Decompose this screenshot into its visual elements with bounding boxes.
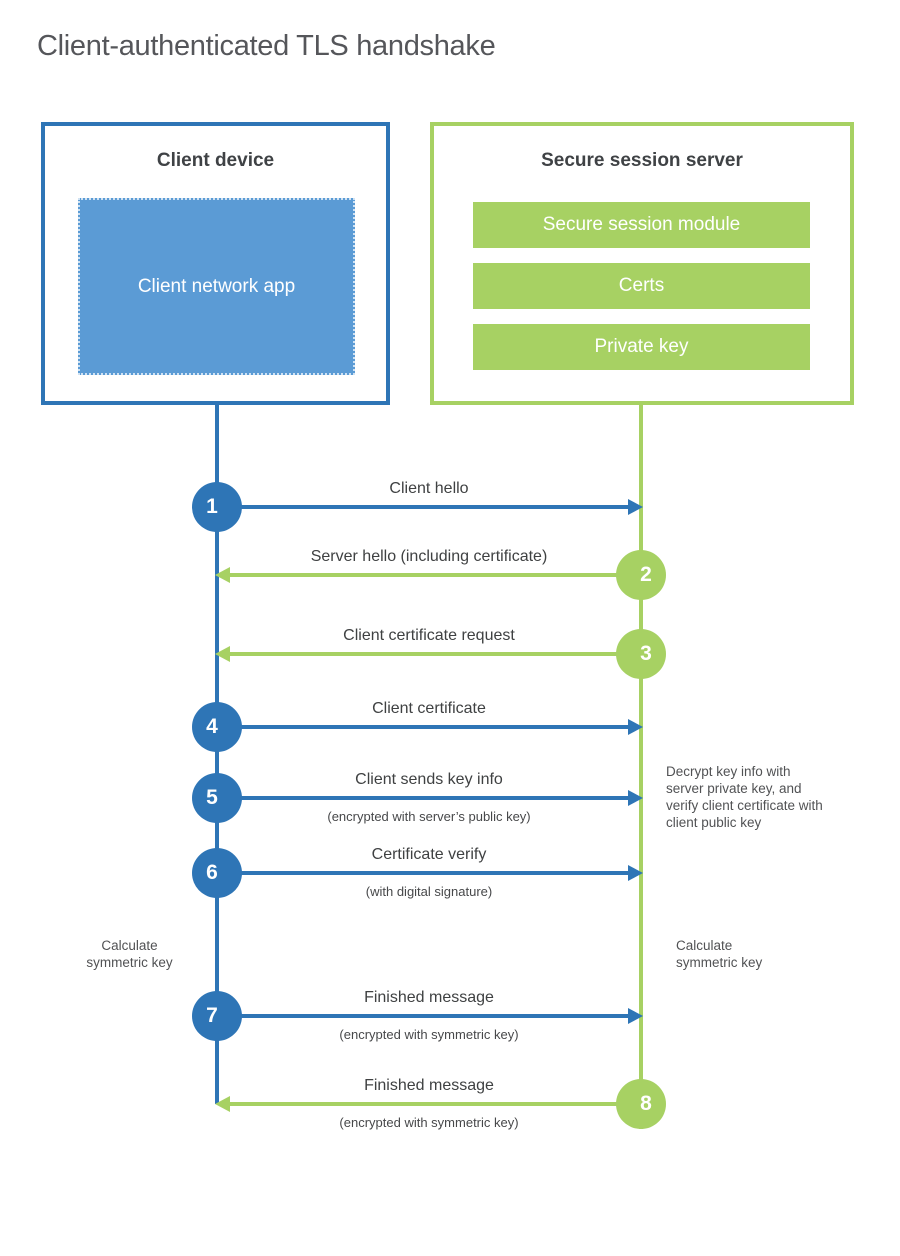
step-7-arrow [217, 1014, 628, 1018]
step-8-badge: 8 [616, 1079, 666, 1129]
client-device-title: Client device [156, 150, 275, 171]
calculate-symmetric-key-note-server: Calculate symmetric key [676, 938, 763, 970]
client-network-app-box: Client network app [78, 198, 355, 375]
step-2-arrowhead-icon [215, 567, 230, 583]
step-3-badge: 3 [616, 629, 666, 679]
step-2-arrow [230, 573, 641, 577]
step-8-number: 8 [640, 1092, 652, 1115]
step-2-label: Server hello (including certificate) [310, 548, 548, 565]
client-lifeline [215, 401, 219, 1104]
step-8-sublabel: (encrypted with symmetric key) [339, 1115, 519, 1130]
secure-session-server-title: Secure session server [541, 150, 743, 171]
step-1-badge: 1 [192, 482, 242, 532]
step-5-arrowhead-icon [628, 790, 643, 806]
step-4-label: Client certificate [372, 700, 486, 717]
server-module-1: Certs [473, 263, 810, 309]
server-lifeline [639, 401, 643, 1129]
step-5-number: 5 [206, 786, 218, 809]
step-5-sublabel: (encrypted with server’s public key) [327, 809, 531, 824]
step-6-sublabel: (with digital signature) [365, 884, 493, 899]
step-7-number: 7 [206, 1004, 218, 1027]
step-3-label: Client certificate request [343, 627, 515, 644]
server-module-0: Secure session module [473, 202, 810, 248]
decrypt-key-note: Decrypt key info with server private key… [666, 764, 823, 830]
server-module-2: Private key [473, 324, 810, 370]
step-6-label: Certificate verify [371, 846, 487, 863]
step-6-arrow [217, 871, 628, 875]
step-6-number: 6 [206, 861, 218, 884]
secure-session-server-box: Secure session server Secure session mod… [430, 122, 854, 405]
step-2-badge: 2 [616, 550, 666, 600]
step-2-number: 2 [640, 563, 652, 586]
step-4-arrowhead-icon [628, 719, 643, 735]
step-1-number: 1 [206, 495, 218, 518]
step-8-arrow [230, 1102, 641, 1106]
step-1-arrow [217, 505, 628, 509]
step-3-arrowhead-icon [215, 646, 230, 662]
step-4-number: 4 [206, 715, 218, 738]
step-5-badge: 5 [192, 773, 242, 823]
step-6-badge: 6 [192, 848, 242, 898]
client-device-box: Client device Client network app [41, 122, 390, 405]
step-7-label: Finished message [364, 989, 494, 1006]
step-8-label: Finished message [364, 1077, 494, 1094]
calculate-symmetric-key-note-client: Calculate symmetric key [86, 938, 173, 970]
step-7-arrowhead-icon [628, 1008, 643, 1024]
step-6-arrowhead-icon [628, 865, 643, 881]
step-5-arrow [217, 796, 628, 800]
page-title: Client-authenticated TLS handshake [37, 30, 496, 62]
step-4-arrow [217, 725, 628, 729]
step-3-arrow [230, 652, 641, 656]
step-1-label: Client hello [389, 480, 469, 497]
step-8-arrowhead-icon [215, 1096, 230, 1112]
step-1-arrowhead-icon [628, 499, 643, 515]
step-7-sublabel: (encrypted with symmetric key) [339, 1027, 519, 1042]
step-3-number: 3 [640, 642, 652, 665]
step-4-badge: 4 [192, 702, 242, 752]
step-5-label: Client sends key info [355, 771, 503, 788]
step-7-badge: 7 [192, 991, 242, 1041]
